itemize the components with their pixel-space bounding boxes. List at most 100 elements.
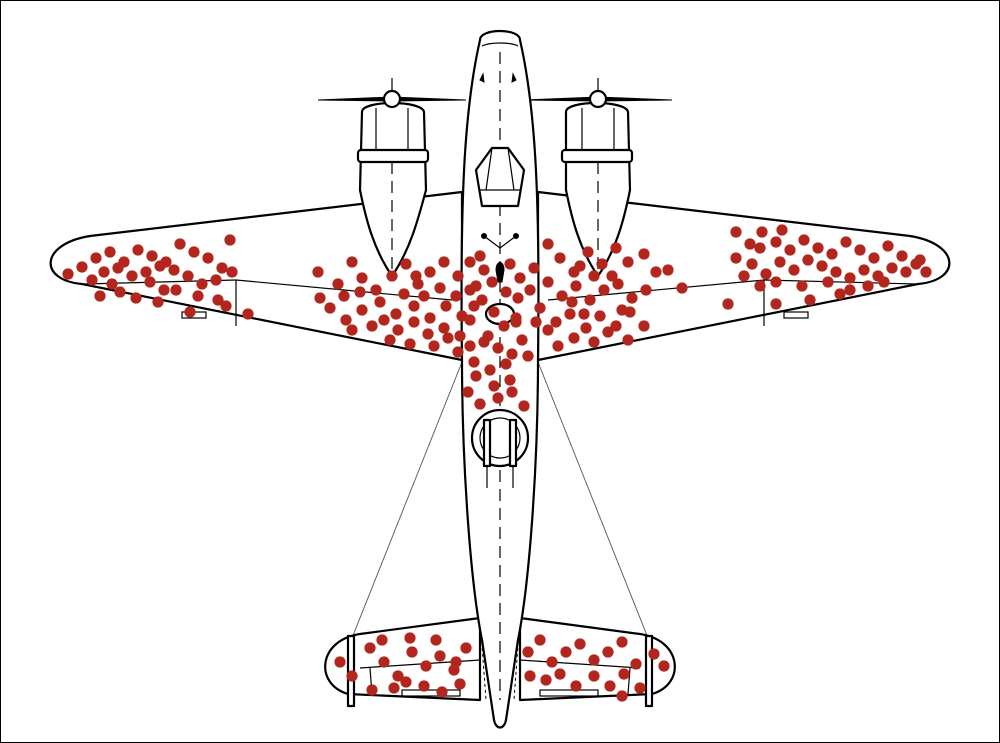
bullet-hole-marker [434,282,446,294]
bullet-hole-marker [504,258,516,270]
bullet-hole-marker [420,660,432,672]
bracing-wires [351,351,649,639]
bullet-hole-marker [470,370,482,382]
bullet-hole-marker [354,286,366,298]
hit-cluster-right-stabilizer [522,634,670,702]
right-propeller [523,78,673,109]
bullet-hole-marker [606,270,618,282]
bullet-hole-marker [144,276,156,288]
bullet-hole-marker [552,340,564,352]
bullet-hole-marker [868,252,880,264]
bullet-hole-marker [216,262,228,274]
bullet-hole-marker [86,274,98,286]
bullet-hole-marker [630,658,642,670]
bullet-hole-marker [386,270,398,282]
bullet-hole-marker [346,324,358,336]
bullet-hole-marker [486,276,498,288]
bullet-hole-marker [584,294,596,306]
bullet-hole-marker [106,278,118,290]
bullet-hole-marker [564,308,576,320]
bullet-hole-marker [774,256,786,268]
bullet-hole-marker [512,292,524,304]
bullet-hole-marker [798,234,810,246]
bullet-hole-marker [488,380,500,392]
bullet-hole-marker [430,634,442,646]
bullet-hole-marker [626,292,638,304]
bullet-hole-marker [582,246,594,258]
bullet-hole-marker [662,264,674,276]
bullet-hole-marker [612,278,624,290]
hit-cluster-left-stabilizer [334,632,472,698]
bullet-hole-marker [498,320,510,332]
bullet-hole-marker [754,280,766,292]
bullet-hole-marker [896,250,908,262]
bullet-hole-marker [524,284,536,296]
bullet-hole-marker [488,306,500,318]
bullet-hole-marker [98,266,110,278]
bullet-hole-marker [492,342,504,354]
bullet-hole-marker [570,680,582,692]
bullet-hole-marker [560,646,572,658]
bullet-hole-marker [130,292,142,304]
bullet-hole-marker [356,304,368,316]
bullet-hole-marker [390,308,402,320]
bullet-hole-marker [384,334,396,346]
bullet-hole-marker [450,656,462,668]
bullet-hole-marker [184,306,196,318]
bullet-hole-marker [770,276,782,288]
bullet-hole-marker [770,298,782,310]
bullet-hole-marker [506,348,518,360]
bullet-hole-marker [858,264,870,276]
bullet-hole-marker [404,338,416,350]
bullet-hole-marker [812,242,824,254]
bullet-hole-marker [482,330,494,342]
bullet-hole-marker [242,308,254,320]
bullet-hole-marker [400,676,412,688]
bullet-hole-marker [648,648,660,660]
bullet-hole-marker [882,240,894,252]
bullet-hole-marker [462,386,474,398]
bullet-hole-marker [878,276,890,288]
bullet-hole-marker [784,244,796,256]
bullet-hole-marker [464,314,476,326]
bullet-hole-marker [90,252,102,264]
bullet-hole-marker [126,270,138,282]
bullet-hole-marker [212,294,224,306]
bullet-hole-marker [760,268,772,280]
bullet-hole-marker [618,668,630,680]
bullet-hole-marker [594,310,606,322]
bullet-hole-marker [506,386,518,398]
bullet-hole-marker [746,258,758,270]
bullet-hole-marker [378,656,390,668]
bullet-hole-marker [424,312,436,324]
bullet-hole-marker [524,670,536,682]
bullet-hole-marker [730,252,742,264]
bullet-hole-marker [550,316,562,328]
bullet-hole-marker [192,290,204,302]
bullet-hole-marker [650,266,662,278]
bullet-hole-marker [174,238,186,250]
bullet-hole-marker [542,324,554,336]
bullet-hole-marker [478,264,490,276]
bullet-hole-marker [210,274,222,286]
bullet-hole-marker [588,670,600,682]
bullet-hole-marker [840,236,852,248]
bullet-hole-marker [410,270,422,282]
bullet-hole-marker [468,356,480,368]
bullet-hole-marker [616,690,628,702]
bullet-hole-marker [226,266,238,278]
bullet-hole-marker [638,320,650,332]
bullet-hole-marker [406,646,418,658]
bullet-hole-marker [722,298,734,310]
bullet-hole-marker [522,646,534,658]
bullet-hole-marker [452,346,464,358]
bullet-hole-marker [314,292,326,304]
bullet-hole-marker [422,328,434,340]
bullet-hole-marker [460,642,472,654]
bullet-hole-marker [440,300,452,312]
bullet-hole-marker [392,324,404,336]
bullet-hole-marker [826,248,838,260]
left-propeller [317,78,467,109]
bullet-hole-marker [400,258,412,270]
